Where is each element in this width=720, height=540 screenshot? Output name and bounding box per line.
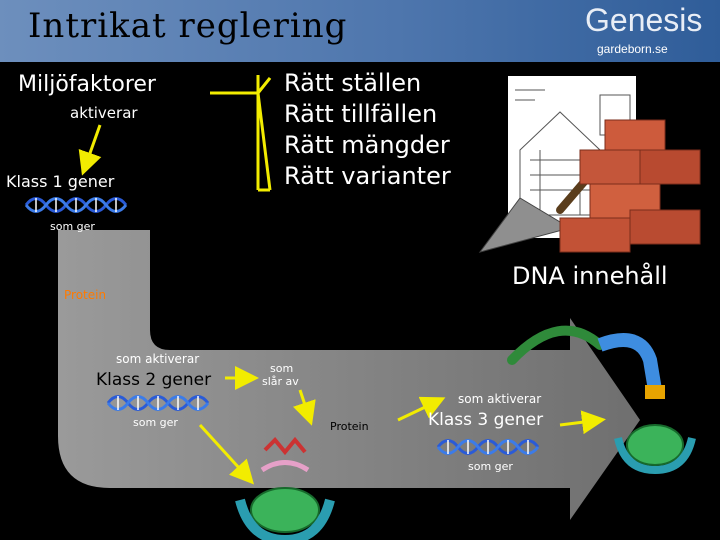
arrow-protein-klass3 (397, 396, 446, 422)
label-miljofaktorer: Miljöfaktorer (18, 72, 156, 97)
label-aktiverar: aktiverar (70, 104, 138, 122)
label-som-slar-av-2: slår av (262, 375, 299, 388)
dna-helix-3 (436, 439, 540, 455)
arrow-somslarav (292, 389, 316, 426)
dna-helix-2 (106, 395, 210, 411)
label-klass2-gener: Klass 2 gener (96, 370, 212, 390)
label-som-ger-2: som ger (133, 416, 178, 429)
process-band (58, 230, 640, 520)
label-som-aktiverar-1: som aktiverar (116, 352, 200, 366)
label-som-ger-1: som ger (50, 220, 95, 233)
ratt-item-4: Rätt varianter (284, 162, 451, 190)
ratt-list: Rätt ställen Rätt tillfällen Rätt mängde… (284, 68, 451, 192)
label-som-ger-3: som ger (468, 460, 513, 473)
arrow-aktiverar-klass1 (78, 124, 102, 176)
label-som-aktiverar-2: som aktiverar (458, 392, 542, 406)
ratt-item-2: Rätt tillfällen (284, 100, 438, 128)
ratt-item-3: Rätt mängder (284, 131, 450, 159)
label-som-slar-av-1: som (270, 362, 294, 375)
ribosome-illustration-2 (507, 325, 696, 475)
bricks-image (559, 119, 701, 253)
brand-logo: Genesis (585, 2, 703, 38)
brand-url: gardeborn.se (597, 42, 668, 56)
yellow-arrows (78, 75, 606, 485)
label-klass1-gener: Klass 1 gener (6, 172, 115, 191)
label-dna-innehall: DNA innehåll (512, 262, 668, 290)
label-klass3-gener: Klass 3 gener (428, 410, 544, 430)
dna-helix-1 (24, 197, 128, 213)
ribosome-illustration-1 (235, 436, 335, 540)
label-protein-2: Protein (330, 420, 369, 433)
label-protein-1: Protein (64, 288, 107, 302)
header-bar (0, 0, 720, 62)
page-title: Intrikat reglering (28, 6, 348, 46)
arrow-double-miljo-ratt (210, 75, 260, 190)
arrow-klass3-ribosome2 (559, 410, 606, 435)
ratt-item-1: Rätt ställen (284, 69, 422, 97)
arrow-somger-ribosome1 (198, 423, 255, 485)
